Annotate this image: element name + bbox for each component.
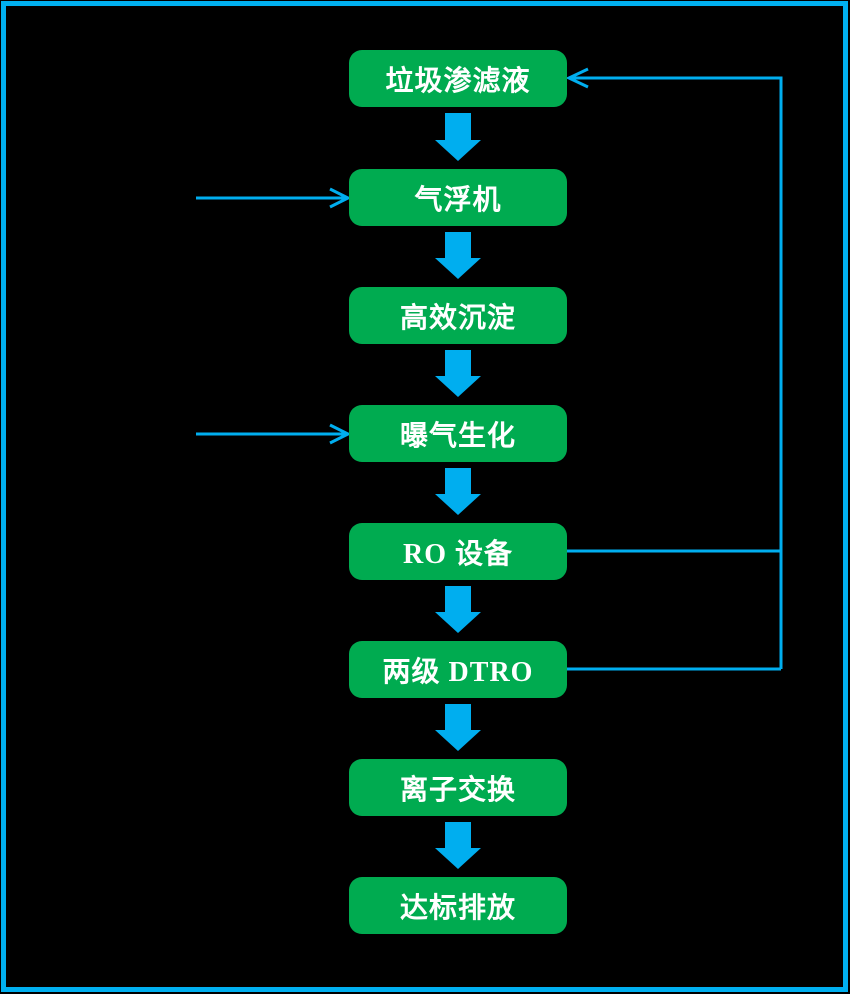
arrowhead-right-icon bbox=[329, 187, 352, 209]
node-high-efficiency-sedimentation: 高效沉淀 bbox=[349, 287, 567, 344]
input-arrow-flotation bbox=[196, 187, 352, 209]
node-air-flotation: 气浮机 bbox=[349, 169, 567, 226]
node-standard-discharge: 达标排放 bbox=[349, 877, 567, 934]
arrowhead-left-icon bbox=[565, 67, 589, 89]
down-arrow-ion-exchange-to-discharge bbox=[435, 822, 481, 869]
arrowhead-right-icon bbox=[329, 423, 352, 445]
node-two-stage-dtro: 两级 DTRO bbox=[349, 641, 567, 698]
down-arrow-aeration-to-ro bbox=[435, 468, 481, 515]
down-arrow-sedimentation-to-aeration bbox=[435, 350, 481, 397]
down-arrow-ro-to-dtro bbox=[435, 586, 481, 633]
node-landfill-leachate: 垃圾渗滤液 bbox=[349, 50, 567, 107]
input-arrow-aeration bbox=[196, 423, 352, 445]
down-arrow-leachate-to-flotation bbox=[435, 113, 481, 161]
node-aeration-biochemical: 曝气生化 bbox=[349, 405, 567, 462]
down-arrow-dtro-to-ion-exchange bbox=[435, 704, 481, 751]
down-arrow-flotation-to-sedimentation bbox=[435, 232, 481, 279]
recycle-riser bbox=[570, 76, 783, 669]
node-ro-equipment: RO 设备 bbox=[349, 523, 567, 580]
node-ion-exchange: 离子交换 bbox=[349, 759, 567, 816]
recycle-loop bbox=[565, 67, 783, 671]
